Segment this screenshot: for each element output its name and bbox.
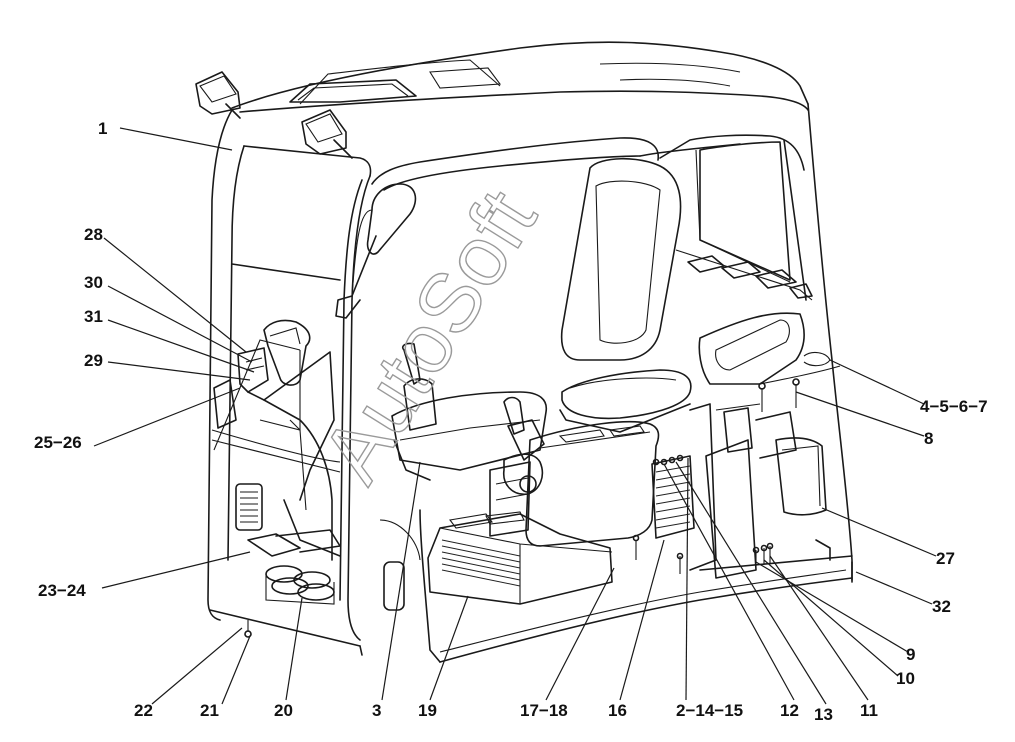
callout-2-14-15: 2−14−15 — [676, 701, 743, 720]
floor-left-edge — [419, 509, 441, 663]
callout-12: 12 — [780, 701, 799, 720]
callout-10: 10 — [896, 669, 915, 688]
callout-1: 1 — [98, 119, 107, 138]
callout-13: 13 — [814, 705, 833, 724]
callout-22: 22 — [134, 701, 153, 720]
left-pillar — [207, 109, 233, 621]
callout-4-5-6-7: 4−5−6−7 — [920, 397, 988, 416]
watermark: AutoSoft — [304, 174, 554, 497]
callout-11: 11 — [860, 701, 878, 720]
left-joystick — [391, 342, 548, 481]
leader-lines — [93, 127, 937, 705]
rear-storage-box — [698, 312, 805, 385]
callout-3: 3 — [372, 701, 381, 720]
callout-labels: 1 28 30 31 29 25−26 23−24 22 21 20 3 19 … — [34, 119, 988, 724]
callout-20: 20 — [274, 701, 293, 720]
seat-cushion — [561, 369, 692, 420]
right-rear-pillar — [807, 103, 853, 581]
seat-backrest — [560, 157, 682, 361]
bolts — [244, 378, 800, 638]
rear-console-vents — [675, 249, 813, 301]
left-control-console — [213, 319, 341, 561]
operator-seat — [559, 157, 692, 433]
callout-23-24: 23−24 — [38, 581, 86, 600]
callout-8: 8 — [924, 429, 933, 448]
footrest-27 — [775, 437, 827, 516]
floor-front-edge — [439, 577, 853, 663]
callout-16: 16 — [608, 701, 627, 720]
rear-view-mirror — [335, 183, 417, 319]
cab-base-front — [209, 609, 361, 647]
callout-28: 28 — [84, 225, 103, 244]
work-light-right — [301, 109, 353, 159]
callout-32: 32 — [932, 597, 951, 616]
skylight — [289, 79, 417, 103]
windshield-frame — [371, 137, 659, 185]
cab-shell — [207, 41, 853, 663]
seat-base-box — [427, 511, 613, 605]
callout-19: 19 — [418, 701, 437, 720]
right-side-window — [699, 141, 791, 281]
roof-outline — [231, 41, 809, 109]
callout-27: 27 — [936, 549, 955, 568]
callout-29: 29 — [84, 351, 103, 370]
callout-25-26: 25−26 — [34, 433, 82, 452]
callout-9: 9 — [906, 645, 915, 664]
callout-30: 30 — [84, 273, 103, 292]
travel-pedals — [247, 529, 341, 605]
right-side-panel — [705, 403, 797, 579]
right-joystick — [503, 396, 545, 495]
door-vent — [235, 483, 263, 531]
work-light-left — [195, 71, 241, 119]
rear-vent-grille — [651, 403, 717, 571]
callout-21: 21 — [200, 701, 219, 720]
callout-17-18: 17−18 — [520, 701, 568, 720]
callout-31: 31 — [84, 307, 103, 326]
lower-glass-panel — [383, 561, 405, 611]
